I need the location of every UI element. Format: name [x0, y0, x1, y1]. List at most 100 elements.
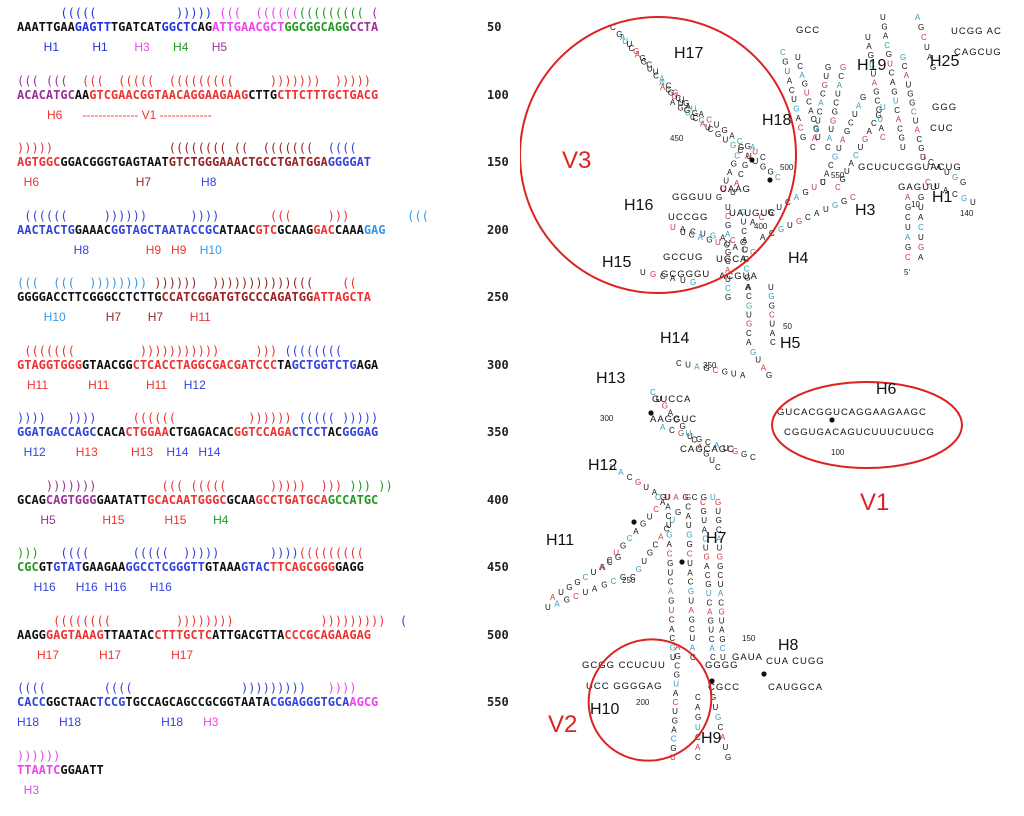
sequence-row-segment: GAATATT [96, 492, 148, 507]
sequence-row-segment: GCCATGC [327, 492, 379, 507]
bracket-row-segment: (((( [327, 141, 357, 155]
helix-label-row-segment: H17 [59, 647, 122, 662]
nucleotide: C [725, 284, 731, 293]
nucleotide: C [664, 524, 670, 533]
nucleotide: A [592, 584, 598, 593]
nucleotide: C [689, 231, 695, 240]
nucleotide: A [818, 99, 824, 108]
nucleotide: U [708, 626, 714, 635]
nucleotide: C [853, 151, 859, 160]
nucleotide: C [871, 119, 877, 128]
nucleotide: C [607, 558, 613, 567]
helix-label-row-segment: H15 [55, 512, 125, 527]
position-number: 50 [487, 20, 502, 34]
nucleotide: C [695, 753, 701, 762]
helix-label-row: H11 H11 H11 H12 [17, 378, 206, 392]
helix-label-row-segment: H15 [124, 512, 187, 527]
bracket-row-segment: ((( ((( )))))))) [17, 276, 155, 290]
nucleotide: A [812, 134, 818, 143]
helix-label-row-segment: H11 [17, 377, 49, 392]
bracket-row-segment: )))) [320, 681, 357, 695]
helix-label-row-segment: H16 [55, 580, 98, 594]
nucleotide: U [665, 493, 671, 502]
nucleotide: U [934, 182, 940, 191]
nucleotide: G [686, 531, 692, 540]
nucleotide: C [675, 94, 681, 103]
nucleotide: C [769, 311, 775, 320]
helix-label: H13 [596, 370, 625, 387]
alignment-block: ))) (((( ((((( ))))) ))))((((((((( CGCGT… [17, 546, 512, 613]
nucleotide-fragment: UGCA [716, 254, 747, 265]
nucleotide: U [703, 544, 709, 553]
nucleotide: A [697, 443, 703, 452]
helix-label-row: H16 H16 H16 H16 [17, 580, 172, 594]
sequence-row-segment: GTCGAACGGTAACAGGAAGAAG [89, 87, 249, 102]
nucleotide: G [668, 597, 674, 606]
bracket-row: )))) )))) (((((( )))))) ((((( ))))) [17, 411, 385, 425]
nucleotide: G [793, 105, 799, 114]
nucleotide: A [918, 253, 924, 262]
nucleotide: C [627, 473, 633, 482]
nucleotide-fragment: CGGUGACAGUCUUUCUUCG [784, 427, 935, 438]
nucleotide: G [844, 127, 850, 136]
helix-label-row: H18 H18 H18 H3 [17, 715, 218, 729]
nucleotide: U [672, 707, 678, 716]
nucleotide: G [768, 208, 774, 217]
position-number: 200 [487, 222, 509, 237]
sequence-row-segment: GGTCCAGA [233, 425, 292, 439]
nucleotide: C [789, 86, 795, 95]
nucleotide: C [730, 236, 736, 245]
nucleotide: G [900, 53, 906, 62]
nucleotide: C [607, 556, 613, 565]
nucleotide: G [566, 583, 572, 592]
nucleotide: C [724, 241, 730, 250]
nucleotide: A [673, 689, 679, 698]
nucleotide: U [852, 110, 858, 119]
sequence-row-segment: GGATGACCAGC [17, 425, 97, 439]
nucleotide: C [738, 146, 744, 155]
sequence-row: AGTGGCGGACGGGTGAGTAATGTCTGGGAAACTGCCTGAT… [17, 155, 371, 169]
nucleotide: C [688, 578, 694, 587]
nucleotide: G [743, 255, 749, 264]
helix-label-row: H3 [17, 783, 39, 797]
nucleotide: G [840, 63, 846, 72]
nucleotide: G [918, 23, 924, 32]
nucleotide: G [668, 88, 674, 97]
nucleotide: U [769, 320, 775, 329]
nucleotide: C [911, 108, 917, 117]
nucleotide: A [550, 593, 556, 602]
sequence-row-segment: CTTG [248, 87, 278, 102]
nucleotide: A [687, 568, 693, 577]
nucleotide: C [828, 161, 834, 170]
sequence-row-segment: TTAATAC [103, 627, 155, 642]
nucleotide: C [848, 119, 854, 128]
nucleotide: G [678, 103, 684, 112]
nucleotide-fragment: UCGG AC [951, 26, 1002, 37]
sequence-row-segment: CACC [17, 695, 46, 709]
nucleotide: G [635, 478, 641, 487]
nucleotide: G [778, 225, 784, 234]
nucleotide: U [687, 559, 693, 568]
helix-label: H4 [788, 250, 809, 267]
nucleotide: A [725, 266, 731, 275]
nucleotide: C [702, 535, 708, 544]
nucleotide: U [688, 597, 694, 606]
nucleotide: U [746, 311, 752, 320]
sequence-row: GGATGACCAGCCACACTGGAACTGAGACACGGTCCAGACT… [17, 425, 378, 439]
nucleotide: A [794, 193, 800, 202]
nucleotide: U [787, 221, 793, 230]
alignment-block: ((( ((( ((( ((((( ((((((((( ))))))) ))))… [17, 74, 512, 141]
nucleotide: A [719, 626, 725, 635]
sequence-row-segment: GCTGGTCTG [291, 357, 357, 372]
nucleotide: G [830, 116, 836, 125]
nucleotide: C [833, 99, 839, 108]
nucleotide: U [695, 723, 701, 732]
nucleotide: C [710, 653, 716, 662]
bracket-row-segment: ((((( ))))) [298, 411, 386, 425]
bracket-row-segment: ((( [356, 208, 429, 223]
sequence-row-segment: GAGTT [74, 20, 111, 34]
nucleotide: U [656, 395, 662, 404]
position-number: 100 [831, 448, 845, 457]
bracket-row-segment: ( [371, 6, 379, 20]
nucleotide: U [924, 43, 930, 52]
